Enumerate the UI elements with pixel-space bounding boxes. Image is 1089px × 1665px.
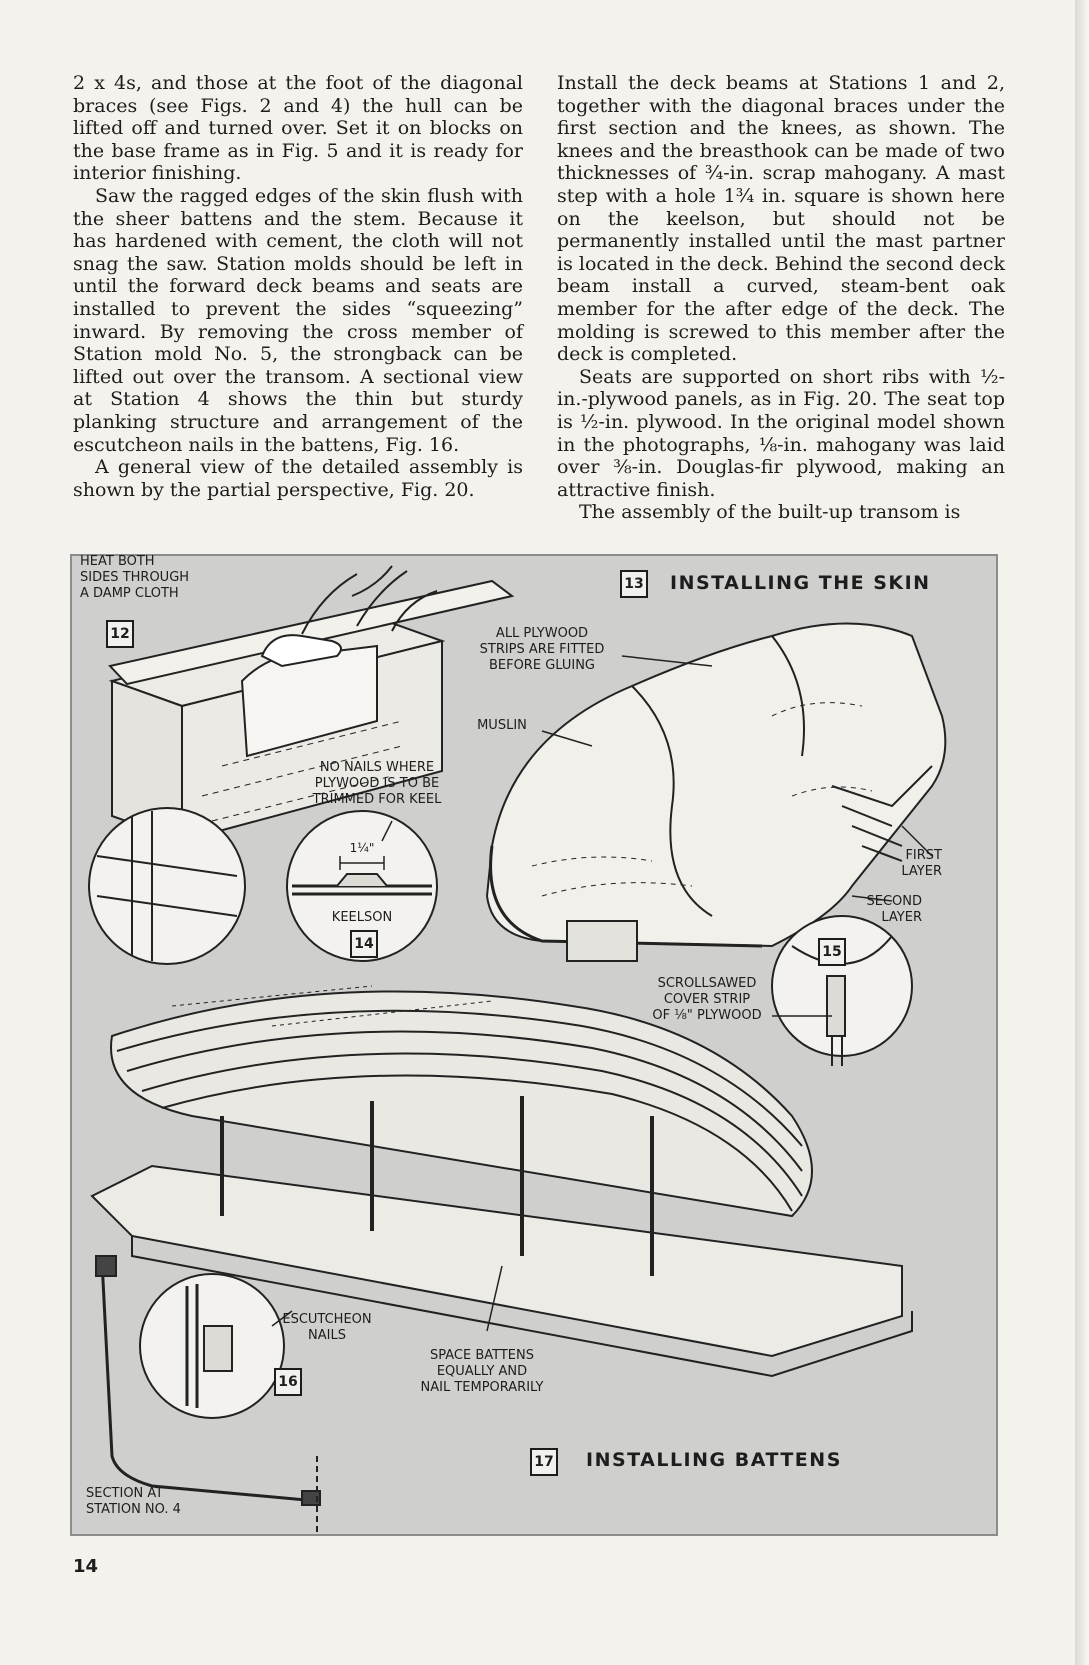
paragraph: The assembly of the built-up transom is (579, 501, 961, 524)
page-number: 14 (73, 1556, 99, 1577)
fig17-number: 17 (530, 1448, 558, 1476)
fig13-second-layer-label: SECOND LAYER (866, 894, 922, 925)
fig14-no-nails-label: NO NAILS WHERE PLYWOOD IS TO BE TRIMMED … (312, 760, 442, 807)
fig13-title: INSTALLING THE SKIN (670, 572, 931, 594)
fig16-section-label: SECTION AT STATION NO. 4 (86, 1486, 181, 1517)
fig14-dimension: 1¼" (349, 841, 375, 855)
fig13-strips-label: ALL PLYWOOD STRIPS ARE FITTED BEFORE GLU… (479, 626, 605, 673)
fig13-muslin-label: MUSLIN (477, 718, 527, 733)
text-column-right: Install the deck beams at Stations 1 and… (557, 72, 1005, 524)
fig16a-rib-detail (88, 807, 246, 965)
illustration-panel: 12 HEAT BOTH SIDES THROUGH A DAMP CLOTH … (70, 554, 998, 1536)
fig17-title: INSTALLING BATTENS (586, 1449, 842, 1471)
fig12-label: HEAT BOTH SIDES THROUGH A DAMP CLOTH (80, 554, 190, 601)
fig17-battens-label: SPACE BATTENS EQUALLY AND NAIL TEMPORARI… (420, 1348, 544, 1395)
fig13-first-layer-label: FIRST LAYER (901, 848, 942, 879)
paragraph: Seats are supported on short ribs with ½… (557, 365, 1005, 501)
fig16-nails-label: ESCUTCHEON NAILS (282, 1312, 372, 1343)
paragraph: Saw the ragged edges of the skin flush w… (73, 184, 523, 456)
fig12-block-drawing (108, 565, 515, 843)
illustration-drawing (88, 565, 947, 1534)
paragraph: Install the deck beams at Stations 1 and… (557, 72, 1005, 366)
fig17-battens-drawing (90, 985, 913, 1378)
fig15-number: 15 (818, 938, 846, 966)
fig13-number: 13 (620, 570, 648, 598)
fig16-section-drawing (95, 1255, 321, 1534)
paragraph: 2 x 4s, and those at the foot of the dia… (73, 72, 523, 185)
fig12-number: 12 (106, 620, 134, 648)
leader-lines (271, 655, 933, 1332)
page-edge-shadow (1075, 0, 1089, 1665)
fig14-number: 14 (350, 930, 378, 958)
paragraph: A general view of the detailed assembly … (73, 456, 523, 501)
text-column-left: 2 x 4s, and those at the foot of the dia… (73, 72, 523, 501)
fig16-number: 16 (274, 1368, 302, 1396)
fig14-keelson-label: KEELSON (331, 910, 393, 925)
fig14-keelson-detail (286, 810, 438, 962)
fig15-cover-strip-detail (771, 915, 913, 1066)
fig15-label: SCROLLSAWED COVER STRIP OF ⅛" PLYWOOD (652, 976, 762, 1023)
fig13-hull-drawing (485, 622, 947, 962)
